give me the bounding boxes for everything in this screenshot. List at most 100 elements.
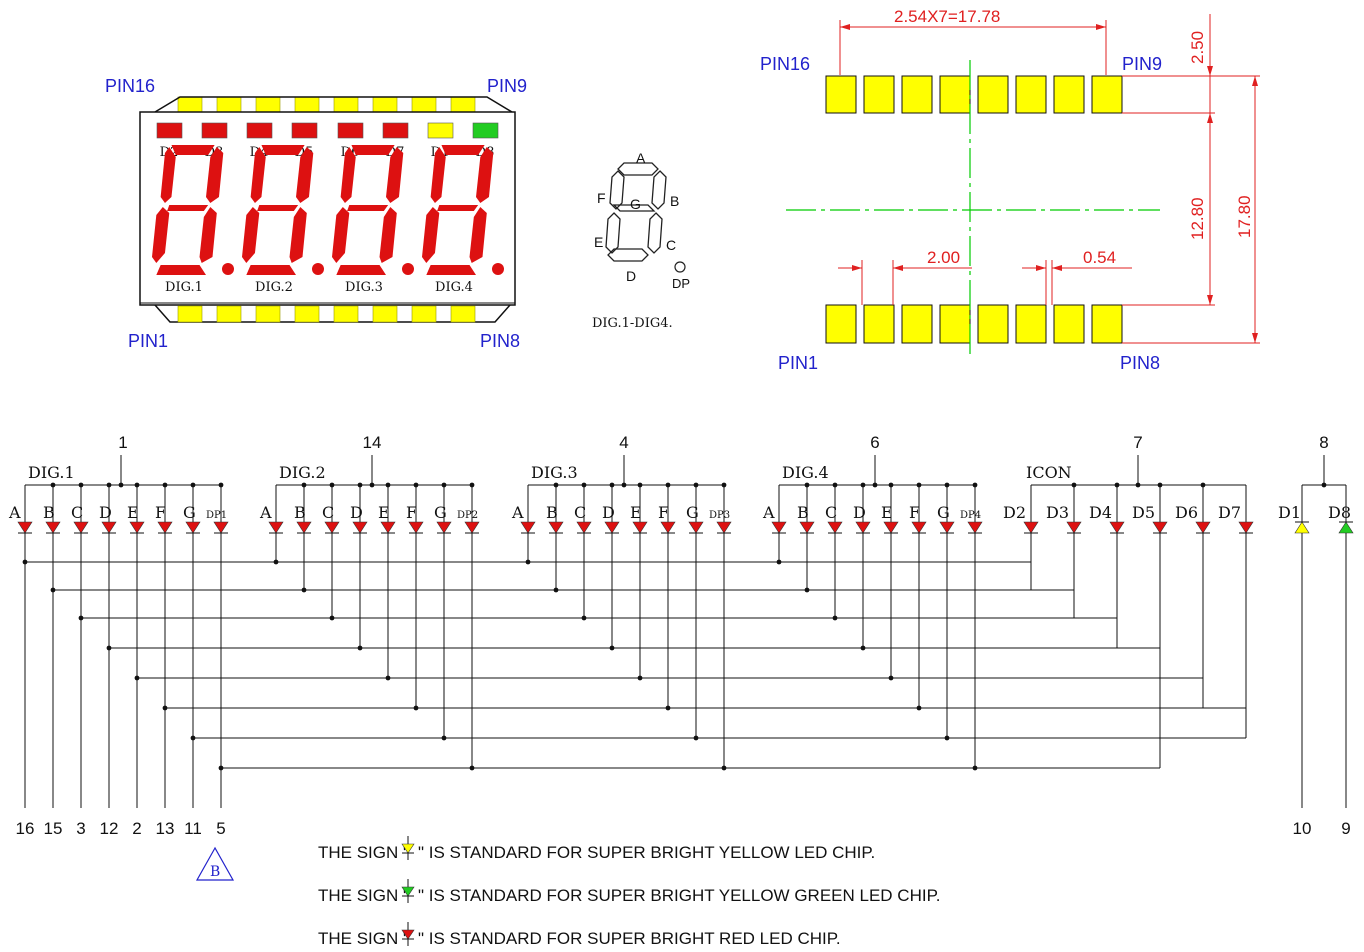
led-label: D [602, 503, 615, 522]
digit-2-segment [250, 147, 266, 203]
front-top-pin [372, 96, 398, 113]
note-1-led-symbol [401, 843, 415, 854]
led-icon-d4 [1109, 521, 1125, 534]
pad-bottom [1053, 304, 1085, 344]
legend-seg-e [605, 212, 621, 254]
note-1-prefix: THE SIGN " [318, 843, 409, 862]
note-2-text: " IS STANDARD FOR SUPER BRIGHT YELLOW GR… [418, 886, 940, 905]
common-pin-7: 7 [1133, 433, 1142, 452]
junction-dot [609, 482, 615, 488]
legend-seg-f [609, 170, 625, 210]
pad-bottom [1091, 304, 1123, 344]
led-dig4-f [911, 521, 927, 534]
led-icon-d3 [1066, 521, 1082, 534]
led-label: B [546, 503, 558, 522]
revision-mark: B [195, 846, 235, 881]
junction-dot [553, 482, 559, 488]
icon-led-d5 [291, 122, 318, 139]
digit-2-segment [246, 265, 296, 275]
led-label: DP2 [457, 510, 478, 521]
front-bottom-pin [216, 305, 242, 323]
note-3-led-symbol [401, 929, 415, 940]
digit-3-segment [379, 207, 397, 263]
pad-rows [825, 75, 1123, 344]
segment-legend: A B C D E F G DP DIG.1-DIG4. [592, 150, 690, 331]
led-label: D1 [1278, 503, 1301, 522]
led-dig3-c [576, 521, 592, 534]
led-dig1-c [73, 521, 89, 534]
junction-dot [637, 482, 643, 488]
digit-1-segment [171, 145, 215, 155]
junction-dot [413, 482, 419, 488]
digit-2 [242, 145, 314, 275]
bottom-pin-12: 12 [100, 819, 119, 838]
icon-led-d6 [337, 122, 364, 139]
led-d1 [1294, 521, 1310, 534]
right-pin-10: 10 [1293, 819, 1312, 838]
legend-seg-d [607, 248, 649, 262]
pad-top [1053, 75, 1085, 114]
legend-label-dp: DP [672, 276, 690, 291]
legend-seg-a [617, 162, 659, 176]
led-label: B [43, 503, 55, 522]
led-label: G [937, 503, 950, 522]
front-bottom-pin [450, 305, 476, 323]
digit-label-1: DIG.1 [165, 280, 203, 295]
legend-seg-c [647, 212, 663, 254]
front-pin1-label: PIN1 [128, 331, 168, 351]
digit-3 [332, 145, 404, 275]
pad-top [863, 75, 895, 114]
front-top-pin [216, 96, 242, 113]
digit-3-segment [351, 145, 395, 155]
note-2-led-symbol [401, 886, 415, 897]
led-dig3-dp3 [716, 521, 732, 534]
junction-dot [916, 482, 922, 488]
digit-2-dp [312, 263, 324, 275]
led-label: D2 [1003, 503, 1026, 522]
legend-seg-g [612, 204, 656, 212]
digit-1-dp [222, 263, 234, 275]
digit-2-segment [296, 147, 314, 203]
digit-4 [422, 145, 494, 275]
front-bottom-pin [177, 305, 203, 323]
icon-led-d7 [382, 122, 409, 139]
bottom-pin-16: 16 [16, 819, 35, 838]
pad-top [901, 75, 933, 114]
led-label: E [127, 503, 139, 522]
notes: THE SIGN " " IS STANDARD FOR SUPER BRIGHT… [318, 836, 940, 948]
junction-dot [385, 482, 391, 488]
bottom-pin-5: 5 [216, 819, 225, 838]
dim-2-00: 2.00 [927, 248, 960, 267]
pad-pin9-label: PIN9 [1122, 54, 1162, 74]
front-top-pin [255, 96, 281, 113]
digit-3-segment [340, 147, 356, 203]
digit-1-segment [206, 147, 224, 203]
led-label: D [350, 503, 363, 522]
revision-letter: B [210, 864, 220, 880]
led-label: D7 [1218, 503, 1241, 522]
junction-dot [301, 482, 307, 488]
led-icon-d6 [1195, 521, 1211, 534]
junction-dot [804, 482, 810, 488]
junction-dot [972, 482, 978, 488]
dim-2-50: 2.50 [1188, 31, 1207, 64]
legend-label-g: G [630, 196, 641, 212]
digit-4-segment [441, 145, 485, 155]
icon-led-d3 [201, 122, 228, 139]
dim-17-80: 17.80 [1235, 195, 1254, 238]
digit-1-segment [199, 207, 217, 263]
junction-dot [872, 482, 878, 488]
led-dig1-a [17, 521, 33, 534]
led-label: G [434, 503, 447, 522]
junction-dot [469, 482, 475, 488]
pad-bottom [1015, 304, 1047, 344]
icon-led-d1 [427, 122, 454, 139]
legend-label-f: F [597, 190, 606, 206]
junction-dot [329, 482, 335, 488]
led-dig4-b [799, 521, 815, 534]
led-dig4-c [827, 521, 843, 534]
pad-bottom [939, 304, 971, 344]
front-bottom-pin [255, 305, 281, 323]
group-title-4: DIG.4 [782, 463, 829, 482]
